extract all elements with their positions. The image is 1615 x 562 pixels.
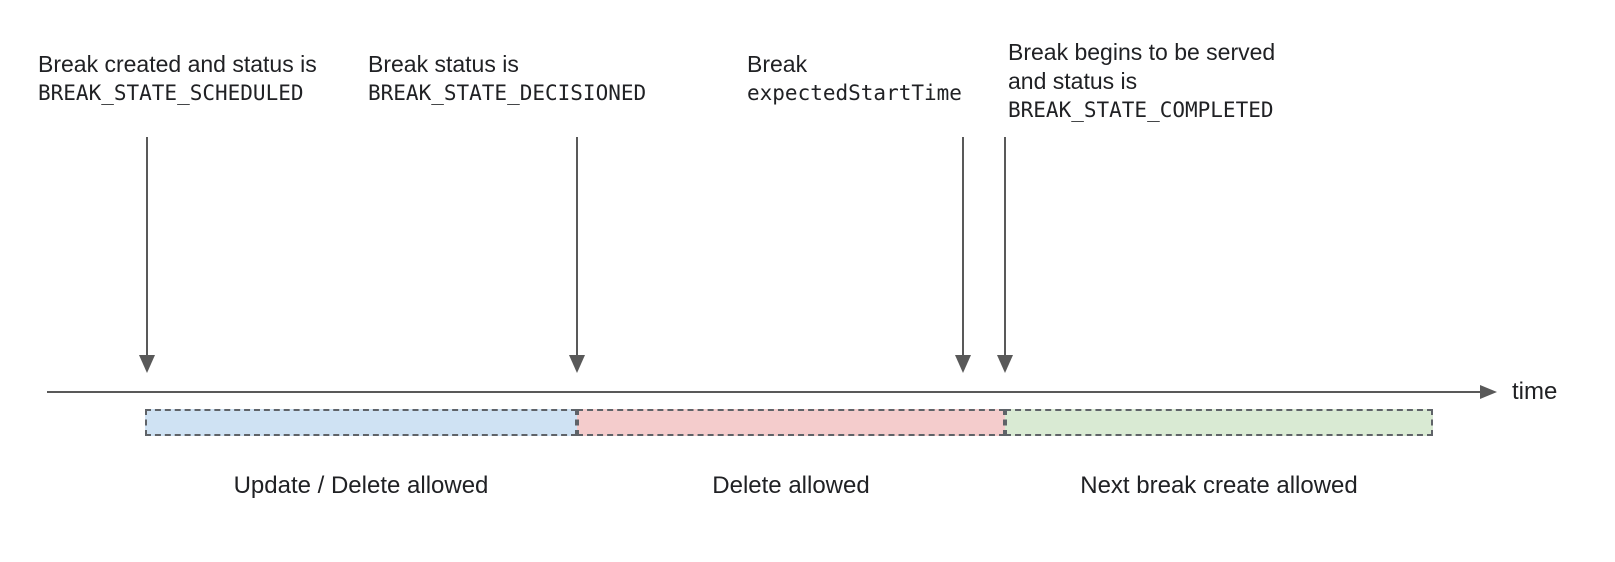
arrow-shaft [962,137,964,356]
arrow-down-icon [569,355,585,373]
time-axis [47,391,1481,393]
annotation-text: Break status is [368,51,519,77]
segment-next-break-create-allowed [1005,409,1433,436]
arrow-shaft [146,137,148,356]
annotation-break-decisioned: Break status is BREAK_STATE_DECISIONED [368,50,646,108]
annotation-text: and status is [1008,68,1138,94]
time-axis-label: time [1512,378,1558,405]
time-axis-arrowhead-icon [1480,385,1497,399]
annotation-break-completed: Break begins to be served and status is … [1008,38,1275,125]
annotation-break-scheduled: Break created and status is BREAK_STATE_… [38,50,317,108]
arrow-break-completed [997,137,1013,373]
segment-label-update-delete: Update / Delete allowed [233,472,489,499]
arrow-down-icon [955,355,971,373]
annotation-text: Break created and status is [38,51,317,77]
annotation-text: Break begins to be served [1008,39,1276,65]
arrow-shaft [576,137,578,356]
annotation-code: expectedStartTime [747,81,962,105]
arrow-break-decisioned [569,137,585,373]
arrow-shaft [1004,137,1006,356]
arrow-break-scheduled [139,137,155,373]
annotation-code: BREAK_STATE_SCHEDULED [38,81,304,105]
segment-update-delete-allowed [145,409,577,436]
segment-delete-allowed [577,409,1005,436]
arrow-down-icon [139,355,155,373]
annotation-expected-start-time: Break expectedStartTime [747,50,962,108]
arrow-down-icon [997,355,1013,373]
segment-label-delete: Delete allowed [712,472,870,499]
annotation-code: BREAK_STATE_DECISIONED [368,81,647,105]
annotation-code: BREAK_STATE_COMPLETED [1008,98,1274,122]
segment-label-next-break: Next break create allowed [1080,472,1358,499]
arrow-expected-start-time [955,137,971,373]
annotation-text: Break [747,51,808,77]
